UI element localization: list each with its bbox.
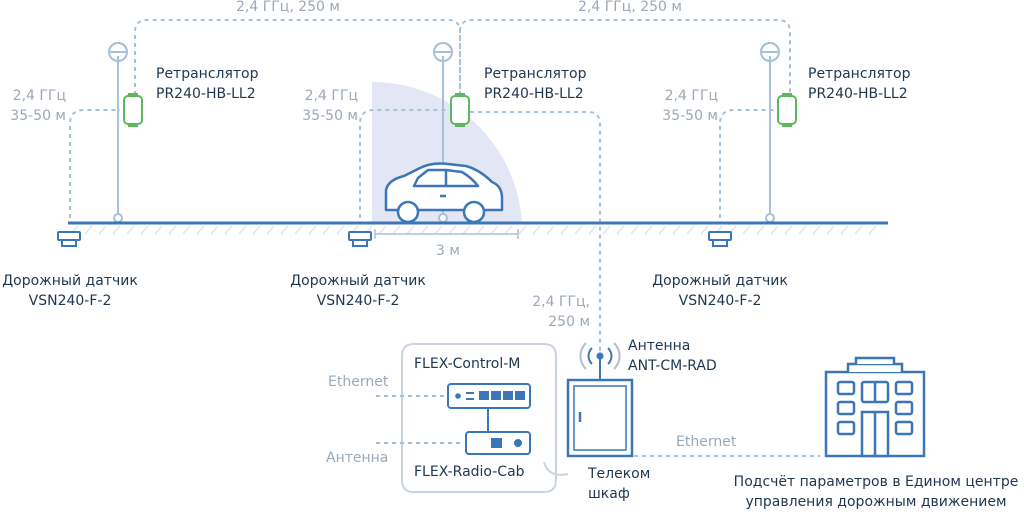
- antenna-icon: [579, 342, 621, 380]
- zone-dimension: [374, 229, 519, 239]
- frame-to-cabinet: [543, 461, 569, 476]
- module-ethernet-label: Ethernet: [328, 374, 389, 390]
- road-sensor-icon: [57, 231, 732, 247]
- link-label-top-left: 2,4 ГГц, 250 м: [236, 0, 340, 15]
- control-center-building-icon: [824, 356, 926, 458]
- link-label-top-right: 2,4 ГГц, 250 м: [578, 0, 682, 15]
- module-antenna-label: Антенна: [326, 450, 389, 466]
- flex-control-icon: [447, 383, 531, 409]
- telecom-cabinet-icon: [566, 378, 634, 458]
- car-icon: [384, 162, 504, 224]
- cabinet-link-label: 2,4 ГГц,250 м: [532, 294, 590, 330]
- repeater-icon: [123, 95, 797, 125]
- pole-lamps: [107, 42, 781, 223]
- module-radio-label: FLEX-Radio-Cab: [414, 464, 525, 480]
- road-hatch: [70, 225, 877, 235]
- module-inputs: [376, 395, 820, 457]
- repeater-links: [69, 19, 791, 352]
- module-frame: [401, 343, 557, 493]
- detection-zone-label: 3 м: [436, 243, 460, 259]
- ethernet-link-label: Ethernet: [676, 434, 737, 450]
- module-control-label: FLEX-Control-M: [414, 356, 521, 372]
- flex-radio-icon: [465, 431, 531, 455]
